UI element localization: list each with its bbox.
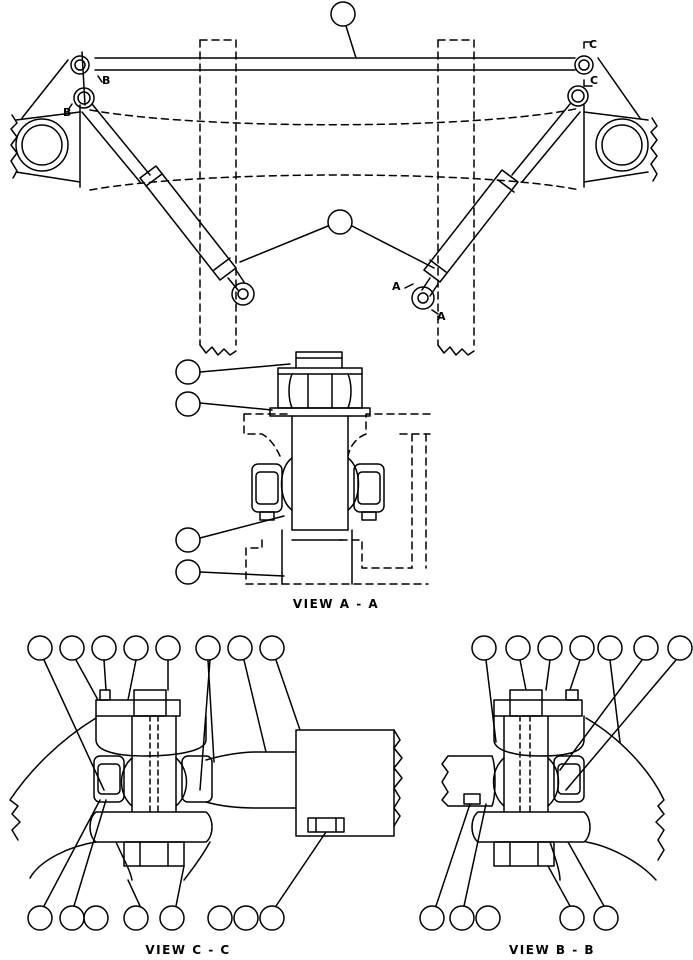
aa-washer (269, 407, 371, 417)
section-a-label-left: A (392, 280, 401, 293)
frame-rail-left (199, 39, 237, 346)
section-marker-b: B B (63, 74, 110, 119)
cc-stud (131, 715, 177, 813)
view-a-a: VIEW A - A (175, 351, 431, 611)
axle-housing (89, 107, 581, 191)
aa-callout-nut (175, 359, 291, 385)
cc-eye-right (181, 755, 213, 803)
cc-callouts-top (27, 635, 301, 791)
aa-eye-left (251, 463, 283, 521)
view-c-c-title: VIEW C - C (145, 943, 230, 956)
cc-callouts-bottom (27, 799, 327, 931)
aa-callout-washer (175, 391, 273, 417)
top-assembly: C C B B A A (10, 1, 658, 356)
callout-cylinders (239, 209, 435, 269)
frame-rail-left-break (199, 344, 237, 356)
section-b-label-top: B (102, 74, 110, 87)
bb-housing (549, 717, 665, 881)
section-a-label-right: A (437, 310, 446, 323)
cc-lower-arm (89, 811, 213, 843)
aa-eye-right (353, 463, 385, 521)
cc-upper-eye (95, 715, 207, 757)
bb-rod-stub (441, 755, 496, 807)
aa-bracket-outline (243, 413, 431, 585)
tie-rod-upper (94, 57, 576, 71)
left-wheel-hub (10, 51, 86, 188)
bb-callouts-bottom (419, 803, 619, 931)
bb-eye-right (553, 755, 585, 803)
right-wheel-hub (583, 57, 658, 188)
section-marker-a: A A (392, 280, 446, 323)
right-cylinder-eye-upper (567, 85, 589, 107)
view-a-a-title: VIEW A - A (293, 597, 379, 611)
section-marker-c: C C (583, 38, 598, 87)
cc-eye-left (93, 755, 125, 803)
cc-tie-rod (205, 729, 403, 837)
section-c-label-bottom: C (590, 74, 598, 87)
right-tie-rod-end (574, 55, 594, 75)
cc-ball (120, 757, 188, 807)
left-cylinder-eye-upper (73, 87, 95, 109)
aa-seat (281, 529, 353, 585)
left-tie-rod-end (70, 55, 90, 75)
aa-ball (280, 457, 360, 511)
cc-top-bracket (95, 689, 181, 717)
right-steering-cylinder (411, 103, 581, 310)
callout-tie-rod (330, 1, 357, 59)
section-b-label-bottom: B (63, 106, 71, 119)
frame-rail-right (437, 39, 475, 346)
view-b-b: VIEW B - B (419, 635, 693, 957)
bb-upper-eye (493, 715, 585, 757)
view-b-b-title: VIEW B - B (509, 943, 595, 956)
aa-callout-seat (175, 559, 285, 585)
left-steering-cylinder (81, 103, 255, 306)
bb-lower-nut (493, 841, 555, 867)
aa-castle-nut (277, 351, 363, 409)
view-c-c: VIEW C - C (9, 635, 403, 957)
bb-stud (503, 715, 549, 813)
frame-rail-right-break (437, 344, 475, 356)
bb-lower-arm (471, 811, 591, 843)
cc-housing (9, 717, 211, 881)
aa-callout-seal (175, 515, 285, 553)
cc-lower-nut (123, 841, 185, 867)
bb-top-bracket (493, 689, 583, 717)
aa-stud (291, 415, 349, 531)
section-c-label-top: C (589, 38, 597, 51)
bb-callouts-top (471, 635, 693, 791)
